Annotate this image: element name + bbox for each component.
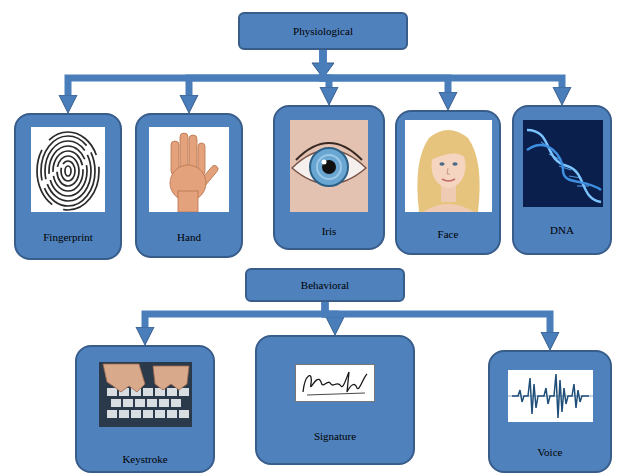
- biometric-box: Signature: [255, 335, 415, 465]
- connector-arrow: [323, 50, 562, 105]
- biometric-box: DNA: [512, 105, 612, 255]
- keyboard-photo: [99, 362, 192, 427]
- biometric-box: Fingerprint: [14, 113, 122, 260]
- box-label: Fingerprint: [43, 231, 93, 244]
- hand-icon: [149, 127, 229, 212]
- category-label: Behavioral: [301, 279, 349, 292]
- connector-arrow: [189, 50, 323, 113]
- category-label: Physiological: [293, 25, 353, 38]
- dna-image: [523, 120, 603, 207]
- category-box: Behavioral: [245, 268, 405, 302]
- biometric-box: Face: [395, 110, 501, 255]
- eye-photo: [290, 120, 368, 212]
- box-label: Iris: [322, 225, 337, 238]
- box-label: Signature: [314, 430, 356, 443]
- category-box: Physiological: [238, 12, 408, 50]
- biometric-box: Iris: [273, 105, 385, 250]
- biometric-box: Keystroke: [75, 345, 215, 473]
- biometric-box: Voice: [488, 350, 612, 473]
- box-label: DNA: [550, 224, 574, 237]
- box-label: Voice: [538, 446, 563, 459]
- fingerprint-icon: [31, 127, 105, 212]
- signature-sample: [295, 364, 375, 402]
- face-photo: [405, 120, 492, 212]
- box-label: Keystroke: [122, 453, 167, 466]
- voice-waveform: [508, 370, 593, 422]
- connector-group: [68, 50, 562, 350]
- box-label: Face: [438, 228, 459, 241]
- connector-arrow: [68, 50, 323, 113]
- biometric-box: Hand: [135, 113, 243, 258]
- box-label: Hand: [177, 231, 201, 244]
